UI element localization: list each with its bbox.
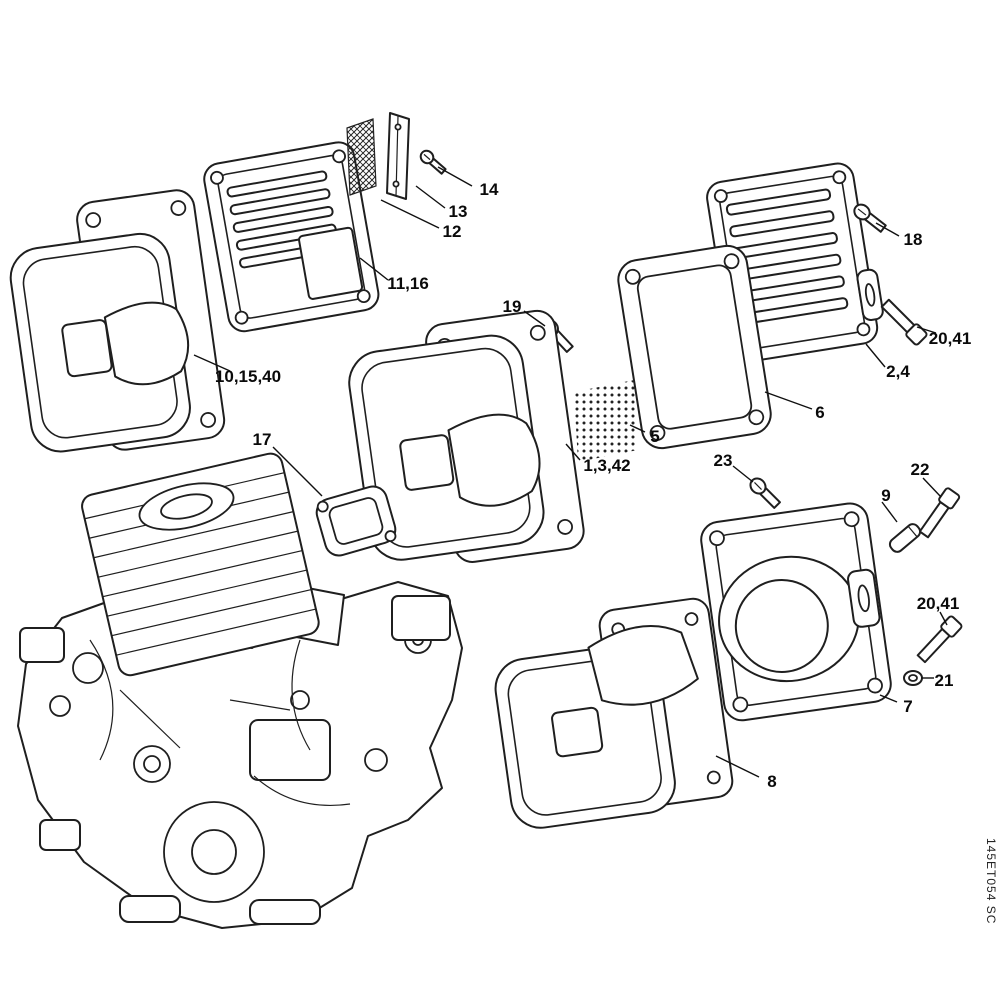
- part-label-21: 21: [934, 671, 954, 690]
- part-label-20-41-lower: 20,41: [916, 594, 960, 613]
- diagram-id: 145ET054 SC: [984, 838, 998, 925]
- part-label-2-4: 2,4: [886, 362, 910, 381]
- screw-14: [419, 149, 447, 175]
- part-label-13: 13: [448, 202, 468, 221]
- engine-assembly: [17, 452, 463, 929]
- gasket-17: [315, 485, 397, 557]
- part-label-17: 17: [252, 430, 272, 449]
- bolt-20-41-lower: [916, 615, 963, 664]
- part-label-5: 5: [650, 427, 660, 446]
- part-label-18: 18: [903, 230, 923, 249]
- part-label-23: 23: [713, 451, 733, 470]
- mesh-screen-5: [574, 380, 638, 462]
- leader-lines: [193, 166, 948, 778]
- part-label-11-16: 11,16: [387, 274, 429, 293]
- part-label-7: 7: [903, 697, 913, 716]
- bolt-22: [918, 487, 961, 539]
- screw-18: [853, 203, 887, 233]
- part-label-1-3-42: 1,3,42: [583, 456, 631, 475]
- part-label-10-15-40: 10,15,40: [214, 367, 282, 386]
- bracket-13: [386, 112, 410, 200]
- part-label-14: 14: [479, 180, 499, 199]
- part-label-9: 9: [881, 486, 891, 505]
- muffler-shell-8: [494, 597, 734, 829]
- spacer-9: [888, 523, 922, 553]
- part-label-6: 6: [815, 403, 825, 422]
- screw-23: [749, 477, 781, 509]
- cylinder-fins: [81, 452, 320, 677]
- muffler-7: [700, 502, 892, 722]
- muffler-shell-10-15-40: [9, 189, 226, 453]
- deflector-plate-11-16: [203, 141, 380, 333]
- muffler-1-3-42: [348, 309, 585, 563]
- gasket-6: [617, 244, 772, 450]
- bolt-20-41-upper: [880, 298, 928, 346]
- spark-screen-12: [346, 118, 377, 196]
- washer-21: [903, 670, 923, 686]
- part-label-22: 22: [910, 460, 930, 479]
- part-label-19: 19: [502, 297, 522, 316]
- part-label-8: 8: [767, 772, 777, 791]
- part-label-20-41-upper: 20,41: [928, 329, 972, 348]
- part-label-12: 12: [442, 222, 462, 241]
